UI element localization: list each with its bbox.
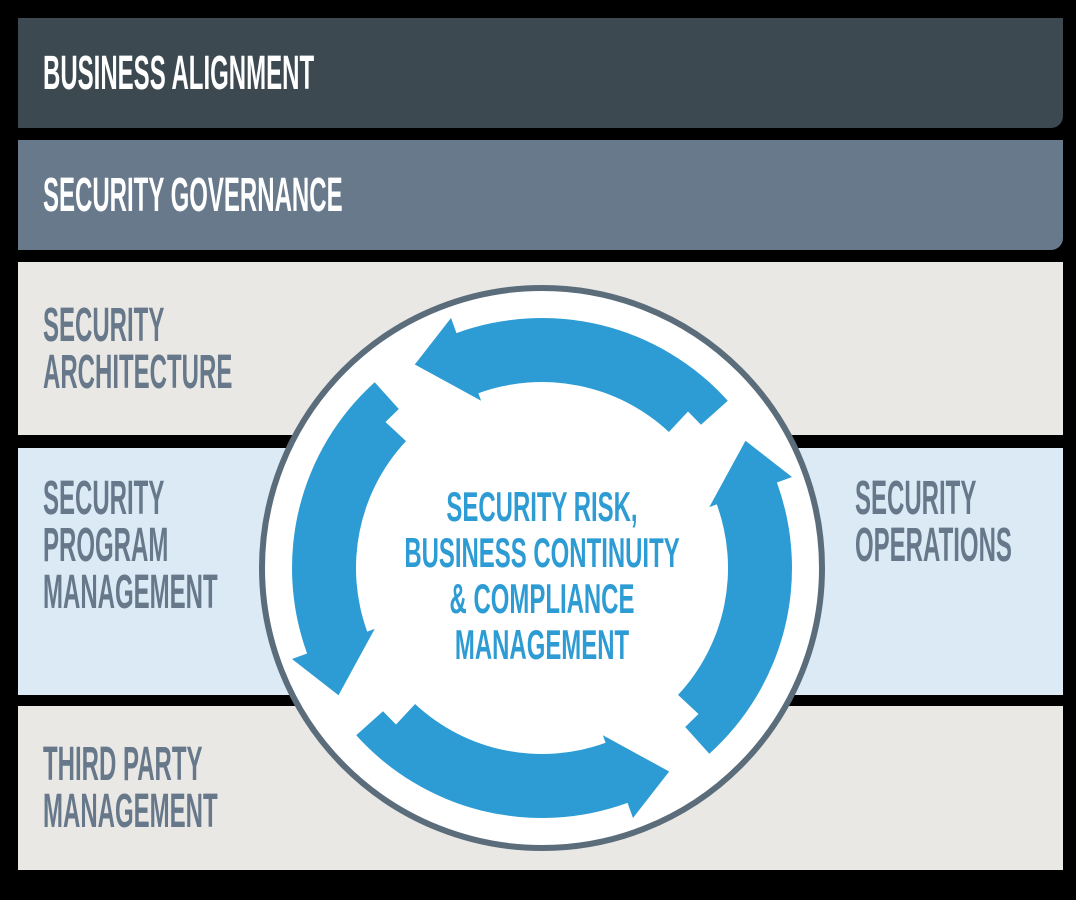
arrow-south — [356, 704, 670, 818]
band-security-governance: SECURITY GOVERNANCE — [18, 140, 1063, 250]
center-line: & COMPLIANCE — [449, 575, 635, 622]
arrow-east — [678, 440, 792, 754]
arrow-north — [414, 318, 728, 432]
band-label: SECURITY GOVERNANCE — [43, 168, 343, 222]
center-circle-label: SECURITY RISK, BUSINESS CONTINUITY & COM… — [371, 484, 713, 668]
center-line: MANAGEMENT — [454, 621, 630, 668]
band-label: BUSINESS ALIGNMENT — [43, 46, 315, 100]
band-business-alignment: BUSINESS ALIGNMENT — [18, 18, 1063, 128]
band-label: SECURITY PROGRAM MANAGEMENT — [43, 472, 218, 619]
center-line: SECURITY RISK, — [446, 483, 638, 530]
center-line: BUSINESS CONTINUITY — [404, 529, 680, 576]
band-label: THIRD PARTY MANAGEMENT — [43, 738, 218, 838]
band-label: SECURITY ARCHITECTURE — [43, 298, 233, 399]
cycle-ring — [259, 285, 825, 851]
band-label-security-operations: SECURITY OPERATIONS — [855, 472, 1012, 572]
cycle-arrows — [292, 318, 792, 818]
arrow-west — [292, 382, 406, 696]
